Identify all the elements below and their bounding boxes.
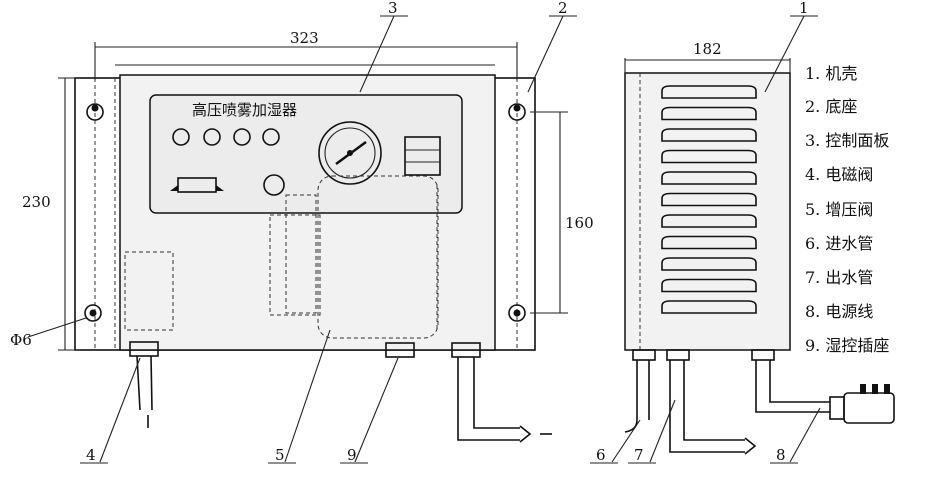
side-view: 182 1 6 7 8 bbox=[590, 0, 895, 464]
indicator-knob-4 bbox=[262, 128, 280, 146]
callout-9: 9 bbox=[347, 446, 357, 464]
dim-height-label: 230 bbox=[22, 193, 51, 211]
display-window bbox=[404, 136, 441, 176]
mounting-hole-top-left bbox=[86, 103, 104, 121]
outlet-pipe bbox=[669, 360, 745, 453]
booster-valve-outline bbox=[317, 175, 439, 339]
side-vents bbox=[661, 85, 757, 314]
callout-1: 1 bbox=[799, 0, 809, 17]
legend-item-5: 5. 增压阀 bbox=[805, 200, 873, 219]
callout-2: 2 bbox=[558, 0, 568, 17]
fitting-solenoid bbox=[129, 341, 159, 357]
fitting-outlet bbox=[451, 342, 481, 358]
vent-slot bbox=[661, 214, 757, 228]
legend-item-7: 7. 出水管 bbox=[805, 268, 873, 287]
callout-4: 4 bbox=[86, 446, 96, 464]
mounting-hole-top-right bbox=[508, 103, 526, 121]
dim-hole-label: Φ6 bbox=[10, 331, 32, 349]
pressure-gauge bbox=[318, 121, 382, 185]
front-view: 高压喷雾加湿器 bbox=[10, 0, 594, 464]
callout-8: 8 bbox=[776, 446, 786, 464]
legend-item-3: 3. 控制面板 bbox=[805, 131, 889, 150]
indicator-knob-1 bbox=[172, 128, 190, 146]
vent-slot bbox=[661, 128, 757, 142]
side-housing bbox=[624, 72, 791, 351]
callout-7: 7 bbox=[634, 446, 644, 464]
vent-slot bbox=[661, 192, 757, 207]
control-panel bbox=[149, 94, 463, 214]
vent-slot bbox=[661, 106, 757, 121]
callout-6: 6 bbox=[596, 446, 606, 464]
mounting-hole-bottom-right bbox=[508, 304, 526, 322]
power-cord bbox=[755, 360, 830, 413]
callout-3: 3 bbox=[388, 0, 398, 17]
vent-slot bbox=[661, 257, 757, 271]
solenoid-valve-outline bbox=[124, 251, 174, 331]
legend: 1. 机壳 2. 底座 3. 控制面板 4. 电磁阀 5. 增压阀 6. 进水管… bbox=[805, 64, 889, 355]
vent-slot bbox=[661, 235, 757, 250]
vent-slot bbox=[661, 171, 757, 185]
switch-knob bbox=[263, 174, 285, 196]
pipe-solenoid bbox=[136, 355, 153, 411]
vent-slot bbox=[661, 278, 757, 293]
power-plug bbox=[829, 384, 895, 424]
callout-5: 5 bbox=[275, 446, 285, 464]
inlet-pipe bbox=[624, 360, 650, 433]
mounting-hole-bottom-left bbox=[84, 304, 102, 322]
dim-width-label: 323 bbox=[290, 29, 319, 47]
indicator-knob-2 bbox=[203, 128, 221, 146]
panel-title: 高压喷雾加湿器 bbox=[192, 101, 297, 119]
vent-slot bbox=[661, 85, 757, 99]
fitting-socket bbox=[385, 342, 415, 358]
dim-mount-label: 160 bbox=[565, 214, 594, 232]
legend-item-8: 8. 电源线 bbox=[805, 302, 873, 321]
legend-item-2: 2. 底座 bbox=[805, 97, 857, 116]
pipe-outlet bbox=[457, 357, 520, 441]
vent-slot bbox=[661, 300, 757, 314]
legend-item-1: 1. 机壳 bbox=[805, 64, 857, 83]
dim-depth-label: 182 bbox=[693, 40, 722, 58]
legend-item-6: 6. 进水管 bbox=[805, 234, 873, 253]
indicator-knob-3 bbox=[233, 128, 251, 146]
panel-connector bbox=[170, 177, 224, 193]
legend-item-9: 9. 湿控插座 bbox=[805, 336, 889, 355]
vent-slot bbox=[661, 149, 757, 164]
legend-item-4: 4. 电磁阀 bbox=[805, 165, 873, 184]
